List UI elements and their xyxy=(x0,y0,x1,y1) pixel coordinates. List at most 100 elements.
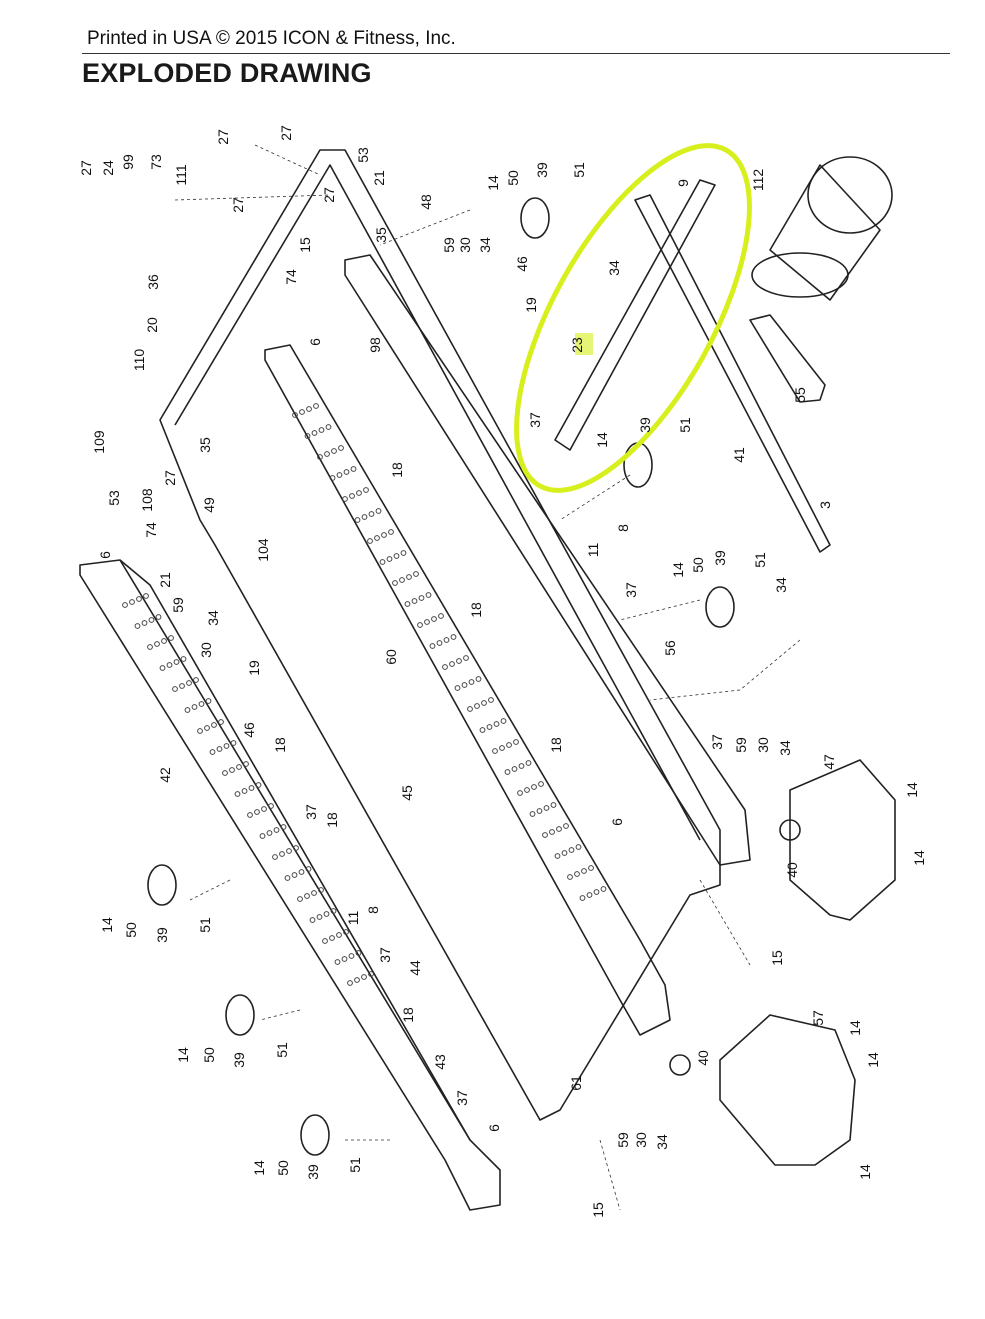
deck-hole xyxy=(556,826,562,832)
part-label-55: 55 xyxy=(792,387,808,403)
part-label-34: 34 xyxy=(654,1134,670,1150)
deck-hole xyxy=(348,953,355,959)
deck-hole xyxy=(429,643,436,649)
deck-hole xyxy=(567,874,573,880)
deck-hole xyxy=(161,638,167,644)
part-label-108: 108 xyxy=(139,488,155,512)
foot-40-a xyxy=(779,819,801,841)
part-label-39: 39 xyxy=(231,1052,247,1068)
part-label-23: 23 xyxy=(569,337,585,353)
part-label-39: 39 xyxy=(534,162,550,178)
motor-flywheel xyxy=(751,252,849,298)
part-label-30: 30 xyxy=(198,642,214,658)
deck-hole xyxy=(191,704,198,710)
deck-hole xyxy=(159,665,166,671)
deck-hole xyxy=(205,698,212,704)
part-label-74: 74 xyxy=(283,269,299,285)
part-label-40: 40 xyxy=(784,862,800,878)
deck-hole xyxy=(273,827,280,833)
deck-hole xyxy=(155,614,162,620)
part-label-27: 27 xyxy=(215,129,231,145)
deck-hole xyxy=(311,890,317,896)
deck-hole xyxy=(531,784,537,790)
foot-40-b xyxy=(669,1054,691,1076)
deck-hole xyxy=(413,571,419,577)
part-label-27: 27 xyxy=(162,470,178,486)
deck-hole xyxy=(216,746,223,752)
part-label-14: 14 xyxy=(99,917,115,933)
part-label-50: 50 xyxy=(505,170,521,186)
part-label-73: 73 xyxy=(148,154,164,170)
deck-hole xyxy=(241,788,248,794)
motor-drum xyxy=(807,156,893,234)
deck-hole xyxy=(411,598,418,604)
deck-hole xyxy=(318,887,324,893)
deck-hole xyxy=(417,622,423,628)
part-label-30: 30 xyxy=(633,1132,649,1148)
part-label-27: 27 xyxy=(230,197,246,213)
part-label-14: 14 xyxy=(904,782,920,798)
part-label-37: 37 xyxy=(454,1090,470,1106)
deck-hole xyxy=(347,980,353,986)
deck-hole xyxy=(493,721,500,727)
part-label-51: 51 xyxy=(347,1157,363,1173)
part-label-35: 35 xyxy=(197,437,213,453)
header-rule xyxy=(82,53,950,54)
part-label-59: 59 xyxy=(733,737,749,753)
deck-hole xyxy=(368,971,374,977)
deck-hole xyxy=(374,535,380,541)
deck-hole xyxy=(343,469,350,475)
deck-hole xyxy=(304,893,310,899)
part-label-51: 51 xyxy=(752,552,768,568)
part-label-49: 49 xyxy=(201,497,217,513)
deck-hole xyxy=(479,727,486,733)
deck-hole xyxy=(172,686,178,692)
part-label-110: 110 xyxy=(131,349,147,372)
part-label-34: 34 xyxy=(773,577,789,593)
part-label-50: 50 xyxy=(123,922,139,938)
deck-hole xyxy=(367,538,373,544)
part-label-56: 56 xyxy=(662,640,678,656)
pulley-left-1 xyxy=(147,864,177,906)
part-label-6: 6 xyxy=(307,338,323,346)
deck-hole xyxy=(543,805,550,811)
part-label-21: 21 xyxy=(371,170,387,186)
deck-hole xyxy=(148,617,155,623)
deck-hole xyxy=(286,848,292,854)
part-label-51: 51 xyxy=(197,917,213,933)
deck-hole xyxy=(363,487,369,493)
part-label-34: 34 xyxy=(477,237,493,253)
deck-hole xyxy=(338,445,344,451)
part-label-59: 59 xyxy=(615,1132,631,1148)
deck-hole xyxy=(381,532,387,538)
deck-hole xyxy=(574,871,580,877)
part-label-6: 6 xyxy=(486,1124,502,1132)
deck-hole xyxy=(575,844,582,850)
part-label-112: 112 xyxy=(750,169,766,192)
deck-hole xyxy=(518,763,525,769)
part-label-35: 35 xyxy=(373,227,389,243)
deck-hole xyxy=(393,553,400,559)
deck-hole xyxy=(517,790,523,796)
pulley-left-2 xyxy=(225,994,255,1036)
left-rail xyxy=(79,559,501,1211)
deck-hole xyxy=(279,851,285,857)
deck-hole xyxy=(323,911,330,917)
deck-hole xyxy=(184,707,191,713)
part-label-18: 18 xyxy=(324,812,340,828)
deck-hole xyxy=(425,592,432,598)
part-label-14: 14 xyxy=(670,562,686,578)
left-rail-top xyxy=(119,559,471,1141)
deck-hole xyxy=(261,806,267,812)
deck-hole xyxy=(400,550,407,556)
part-label-8: 8 xyxy=(615,524,631,532)
deck-hole xyxy=(354,517,361,523)
part-label-27: 27 xyxy=(321,187,337,203)
part-label-98: 98 xyxy=(367,337,383,353)
motor-cover-47 xyxy=(789,759,896,921)
part-label-74: 74 xyxy=(143,522,159,538)
deck-hole xyxy=(330,908,337,914)
part-label-61: 61 xyxy=(568,1075,584,1091)
deck-hole xyxy=(324,451,330,457)
part-label-11: 11 xyxy=(585,543,601,558)
